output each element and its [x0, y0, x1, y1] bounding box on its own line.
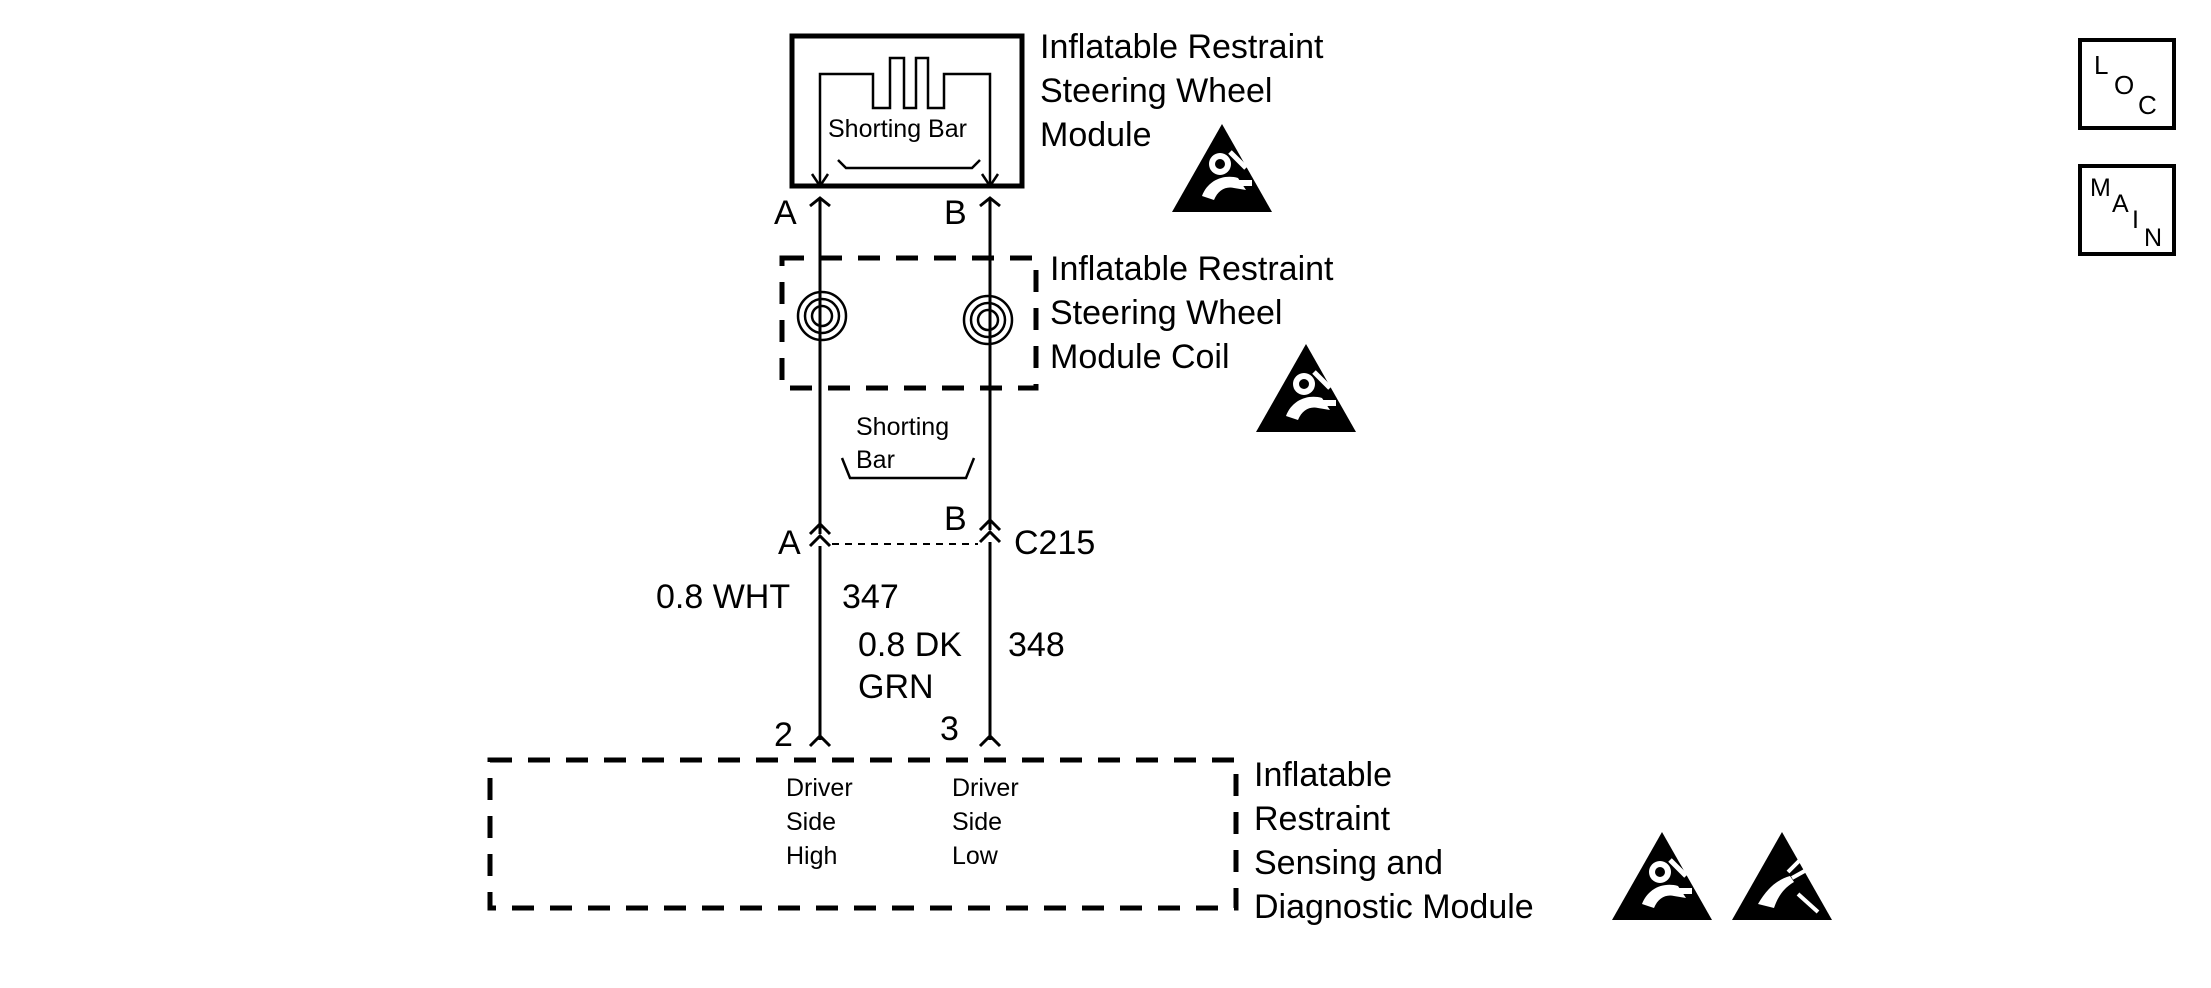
module-connector-b	[979, 196, 1001, 230]
c215-connector-b	[978, 517, 1002, 544]
module-pin-a-arrow	[810, 173, 830, 189]
steering-module-box	[789, 33, 1025, 189]
main-letter-a: A	[2112, 190, 2129, 218]
sdm-pin-2-label: 2	[774, 716, 793, 754]
loc-letter-c: C	[2138, 90, 2157, 120]
coil-box	[779, 255, 1039, 391]
sdm-pin-2-desc-3: High	[786, 842, 837, 870]
c215-pin-b-label: B	[944, 500, 967, 538]
loc-button[interactable]: L O C	[2078, 38, 2176, 130]
sdm-title-3: Sensing and	[1254, 844, 1443, 882]
wire-348-circuit: 348	[1008, 626, 1065, 664]
sdm-title-4: Diagnostic Module	[1254, 888, 1534, 926]
coil-left	[796, 290, 848, 342]
wire-347-circuit: 347	[842, 578, 899, 616]
steering-module-title-3: Module	[1040, 116, 1152, 154]
sdm-pin-3-desc-2: Side	[952, 808, 1002, 836]
airbag-warning-icon	[1256, 344, 1356, 432]
sdm-box	[487, 757, 1239, 911]
wire-348-color-1: 0.8 DK	[858, 626, 962, 664]
coil-right	[962, 294, 1014, 346]
sdm-pin-3-desc-1: Driver	[952, 774, 1019, 802]
loc-letter-l: L	[2094, 50, 2108, 80]
sdm-title-1: Inflatable	[1254, 756, 1392, 794]
airbag-warning-icon	[1612, 832, 1712, 920]
sdm-connector-3	[978, 733, 1002, 748]
sdm-title-2: Restraint	[1254, 800, 1391, 838]
main-letter-n: N	[2144, 224, 2162, 252]
sdm-pin-3-label: 3	[940, 710, 959, 748]
module-pin-b-arrow	[980, 173, 1000, 189]
main-button[interactable]: M A I N	[2078, 164, 2176, 256]
module-shorting-bar	[837, 159, 981, 170]
sdm-pin-2-desc-2: Side	[786, 808, 836, 836]
main-letter-m: M	[2090, 174, 2111, 202]
coil-title-1: Inflatable Restraint	[1050, 250, 1334, 288]
coil-shorting-bar-label-1: Shorting	[856, 413, 949, 441]
wire-348-color-2: GRN	[858, 668, 934, 706]
sdm-pin-3-desc-3: Low	[952, 842, 999, 870]
coil-shorting-bar-label-2: Bar	[856, 446, 895, 474]
module-shorting-bar-label: Shorting Bar	[828, 115, 967, 143]
airbag-warning-icon	[1172, 124, 1272, 212]
wire-347-color: 0.8 WHT	[656, 578, 790, 616]
module-shorting-bar-trace	[818, 56, 992, 185]
module-pin-a-label: A	[774, 194, 797, 232]
esd-warning-icon	[1730, 830, 1834, 922]
coil-title-3: Module Coil	[1050, 338, 1230, 376]
steering-module-title-2: Steering Wheel	[1040, 72, 1272, 110]
loc-letter-o: O	[2114, 70, 2134, 100]
coil-title-2: Steering Wheel	[1050, 294, 1282, 332]
main-letter-i: I	[2132, 206, 2139, 234]
steering-module-title-1: Inflatable Restraint	[1040, 28, 1324, 66]
coil-shorting-bar	[840, 457, 976, 480]
c215-label: C215	[1014, 524, 1095, 562]
c215-pin-a-label: A	[778, 524, 801, 562]
module-connector-a	[809, 196, 831, 230]
module-pin-b-label: B	[944, 194, 967, 232]
sdm-connector-2	[808, 733, 832, 748]
c215-connector-a	[808, 521, 832, 548]
sdm-pin-2-desc-1: Driver	[786, 774, 853, 802]
